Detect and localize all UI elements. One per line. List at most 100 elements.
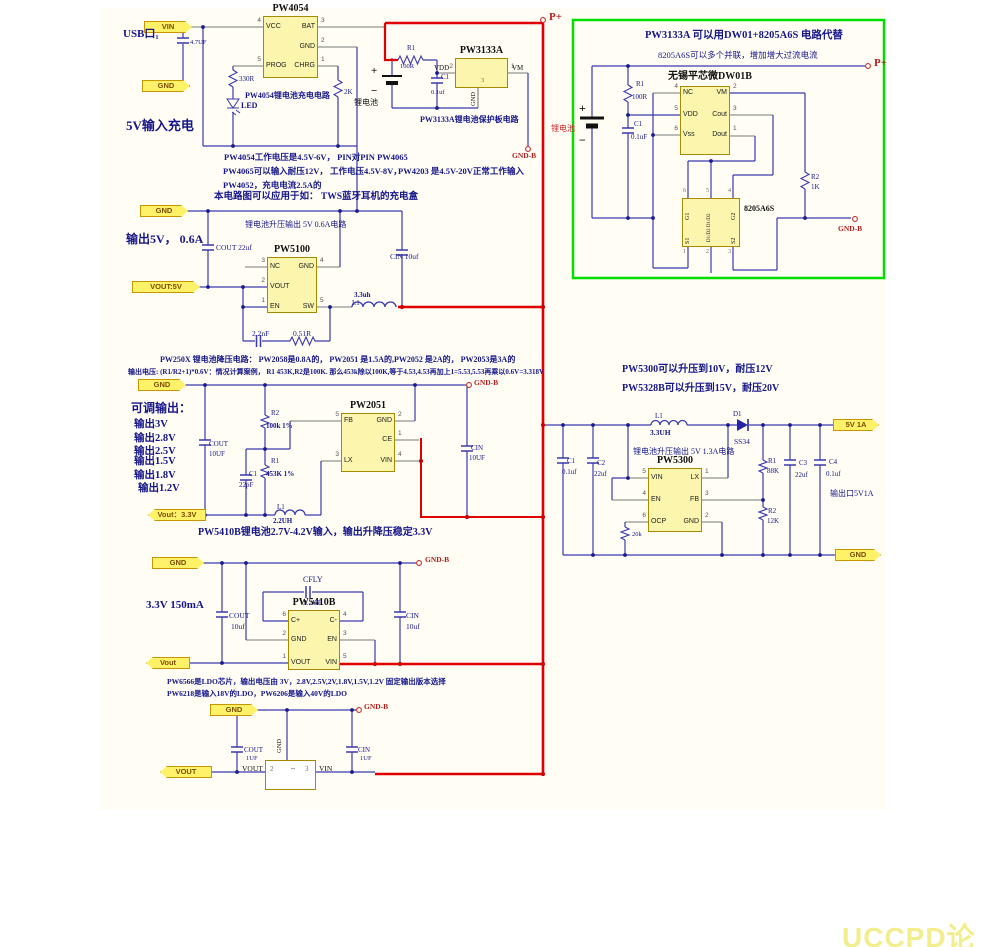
ic-title-pw5300: PW5300 xyxy=(656,455,694,466)
annotation-text: 3 xyxy=(481,77,485,84)
annotation-text: R1 xyxy=(407,44,416,52)
pin-label: EN xyxy=(327,636,337,643)
net-gnd-4[interactable]: GND xyxy=(152,557,204,569)
annotation-text: L1 xyxy=(277,503,285,511)
annotation-text: 20k xyxy=(632,531,642,538)
pin-number: 2 xyxy=(398,411,402,418)
ic-pw5300[interactable] xyxy=(648,468,702,532)
pin-label: C- xyxy=(329,617,337,624)
net-5v1a[interactable]: 5V 1A xyxy=(833,419,879,431)
annotation-text: 5V输入充电 xyxy=(126,118,194,133)
pin-label: PROG xyxy=(266,62,287,69)
ic-pw5410b[interactable] xyxy=(288,610,340,670)
annotation-text: PW250X 锂电池降压电路： PW2058是0.8A的， PW2051 是1.… xyxy=(160,355,516,364)
led-symbol xyxy=(226,98,241,116)
ic-pw2051[interactable] xyxy=(341,413,395,472)
terminal-gndb-3[interactable]: GND-B xyxy=(425,555,450,564)
ic-pw3133a[interactable] xyxy=(455,58,508,88)
annotation-text: S2 xyxy=(731,237,737,244)
net-vout-5410[interactable]: Vout xyxy=(146,657,190,669)
net-gnd-5[interactable]: GND xyxy=(210,704,258,716)
wires-blue xyxy=(182,27,865,774)
annotation-text: + xyxy=(371,65,378,77)
annotation-text: 1UF xyxy=(246,755,258,762)
annotation-text: 22uf xyxy=(795,471,808,479)
annotation-text: 453K 1% xyxy=(266,470,295,478)
pin-number: 6 xyxy=(282,611,286,618)
net-gnd-3[interactable]: GND xyxy=(138,379,186,391)
annotation-text: 100R xyxy=(632,93,648,101)
annotation-text: PW5300可以升压到10V，耐压12V xyxy=(622,364,773,375)
annotation-text: 3.3uh xyxy=(354,291,371,299)
pin-number: 5 xyxy=(674,105,678,112)
inductor-symbols xyxy=(274,301,688,516)
net-vout5v[interactable]: VOUT:5V xyxy=(132,281,200,293)
annotation-text: PW6566是LDO芯片，输出电压由 3V，2.8V,2.5V,2V,1.8V,… xyxy=(167,677,446,686)
net-vout33[interactable]: Vout：3.3V xyxy=(148,509,206,521)
battery-symbols xyxy=(382,75,604,129)
annotation-text: 2K xyxy=(344,88,353,96)
resistor-symbols xyxy=(227,54,811,541)
pin-number: 6 xyxy=(642,512,646,519)
pin-label: FB xyxy=(690,496,699,503)
annotation-text: CIN 10uf xyxy=(390,252,419,261)
terminal-gndb-4[interactable]: GND-B xyxy=(364,702,389,711)
annotation-text: CIN xyxy=(358,746,371,754)
annotation-text: 3.3UH xyxy=(650,428,671,437)
pin-label: C+ xyxy=(291,617,301,624)
pin-label: NC xyxy=(270,263,281,270)
annotation-text: PW6218是输入18V的LDO，PW6206是输入40V的LDO xyxy=(167,689,347,698)
ic-ic8205a6s[interactable] xyxy=(682,198,740,247)
annotation-text: C1 xyxy=(249,470,258,478)
net-vout-ldo[interactable]: VOUT xyxy=(160,766,212,778)
net-gnd-1[interactable]: GND xyxy=(142,80,190,92)
pin-label: Dout xyxy=(712,131,727,138)
ic-title-pw5100: PW5100 xyxy=(273,244,311,255)
pin-label: CHRG xyxy=(294,62,315,69)
annotation-text: G1 xyxy=(685,212,691,220)
pin-number: 3 xyxy=(261,257,265,264)
pin-number: 1 xyxy=(398,430,402,437)
terminal-p-plus[interactable]: P+ xyxy=(549,11,562,23)
ic-pw4054[interactable] xyxy=(263,16,318,78)
pin-label: FB xyxy=(344,417,353,424)
pin-number: 3 xyxy=(705,490,709,497)
annotation-text: PW4052，充电电流2.5A的 xyxy=(223,180,322,190)
annotation-text: 12K xyxy=(767,517,780,525)
ic-dw01b[interactable] xyxy=(680,86,730,155)
annotation-text: 3 xyxy=(305,765,309,773)
ic-pw5100[interactable] xyxy=(267,257,317,313)
annotation-text: 22uf xyxy=(594,470,607,478)
terminal-gndb-1[interactable]: GND-B xyxy=(512,151,537,160)
annotation-text: 输出1.8V xyxy=(134,470,176,481)
net-gnd-6[interactable]: GND xyxy=(835,549,881,561)
annotation-text: 8205A6S可以多个并联，增加增大过流电流 xyxy=(658,50,818,60)
watermark: UCCPD论坛 xyxy=(842,922,976,947)
annotation-text: R1 xyxy=(768,457,777,465)
diode-symbol xyxy=(737,419,749,431)
annotation-text: 100R xyxy=(400,63,415,70)
annotation-text: L1 xyxy=(655,412,663,420)
ic-ldo[interactable] xyxy=(265,760,316,790)
annotation-text: 无锡平芯微DW01B xyxy=(668,71,752,82)
net-vin[interactable]: VIN xyxy=(144,21,192,33)
annotation-text: 3.3V 150mA xyxy=(146,599,204,611)
pin-number: 2 xyxy=(733,83,737,90)
annotation-text: COUT 22uf xyxy=(216,243,252,252)
pin-number: 4 xyxy=(642,490,646,497)
pin-number: 1 xyxy=(733,125,737,132)
pin-label: EN xyxy=(270,303,280,310)
annotation-text: R2 xyxy=(768,507,777,515)
terminal-gndb-2[interactable]: GND-B xyxy=(474,378,499,387)
pin-label: VIN xyxy=(651,474,663,481)
pin-number: 2 xyxy=(449,63,453,70)
annotation-text: R2 xyxy=(811,173,820,181)
annotation-text: 2 xyxy=(706,249,709,255)
terminal-p-plus-green[interactable]: P+ xyxy=(874,57,887,69)
net-gnd-2[interactable]: GND xyxy=(140,205,188,217)
terminal-gndb-green[interactable]: GND-B xyxy=(838,224,863,233)
pin-number: 5 xyxy=(335,411,339,418)
pin-label: GND xyxy=(291,636,307,643)
